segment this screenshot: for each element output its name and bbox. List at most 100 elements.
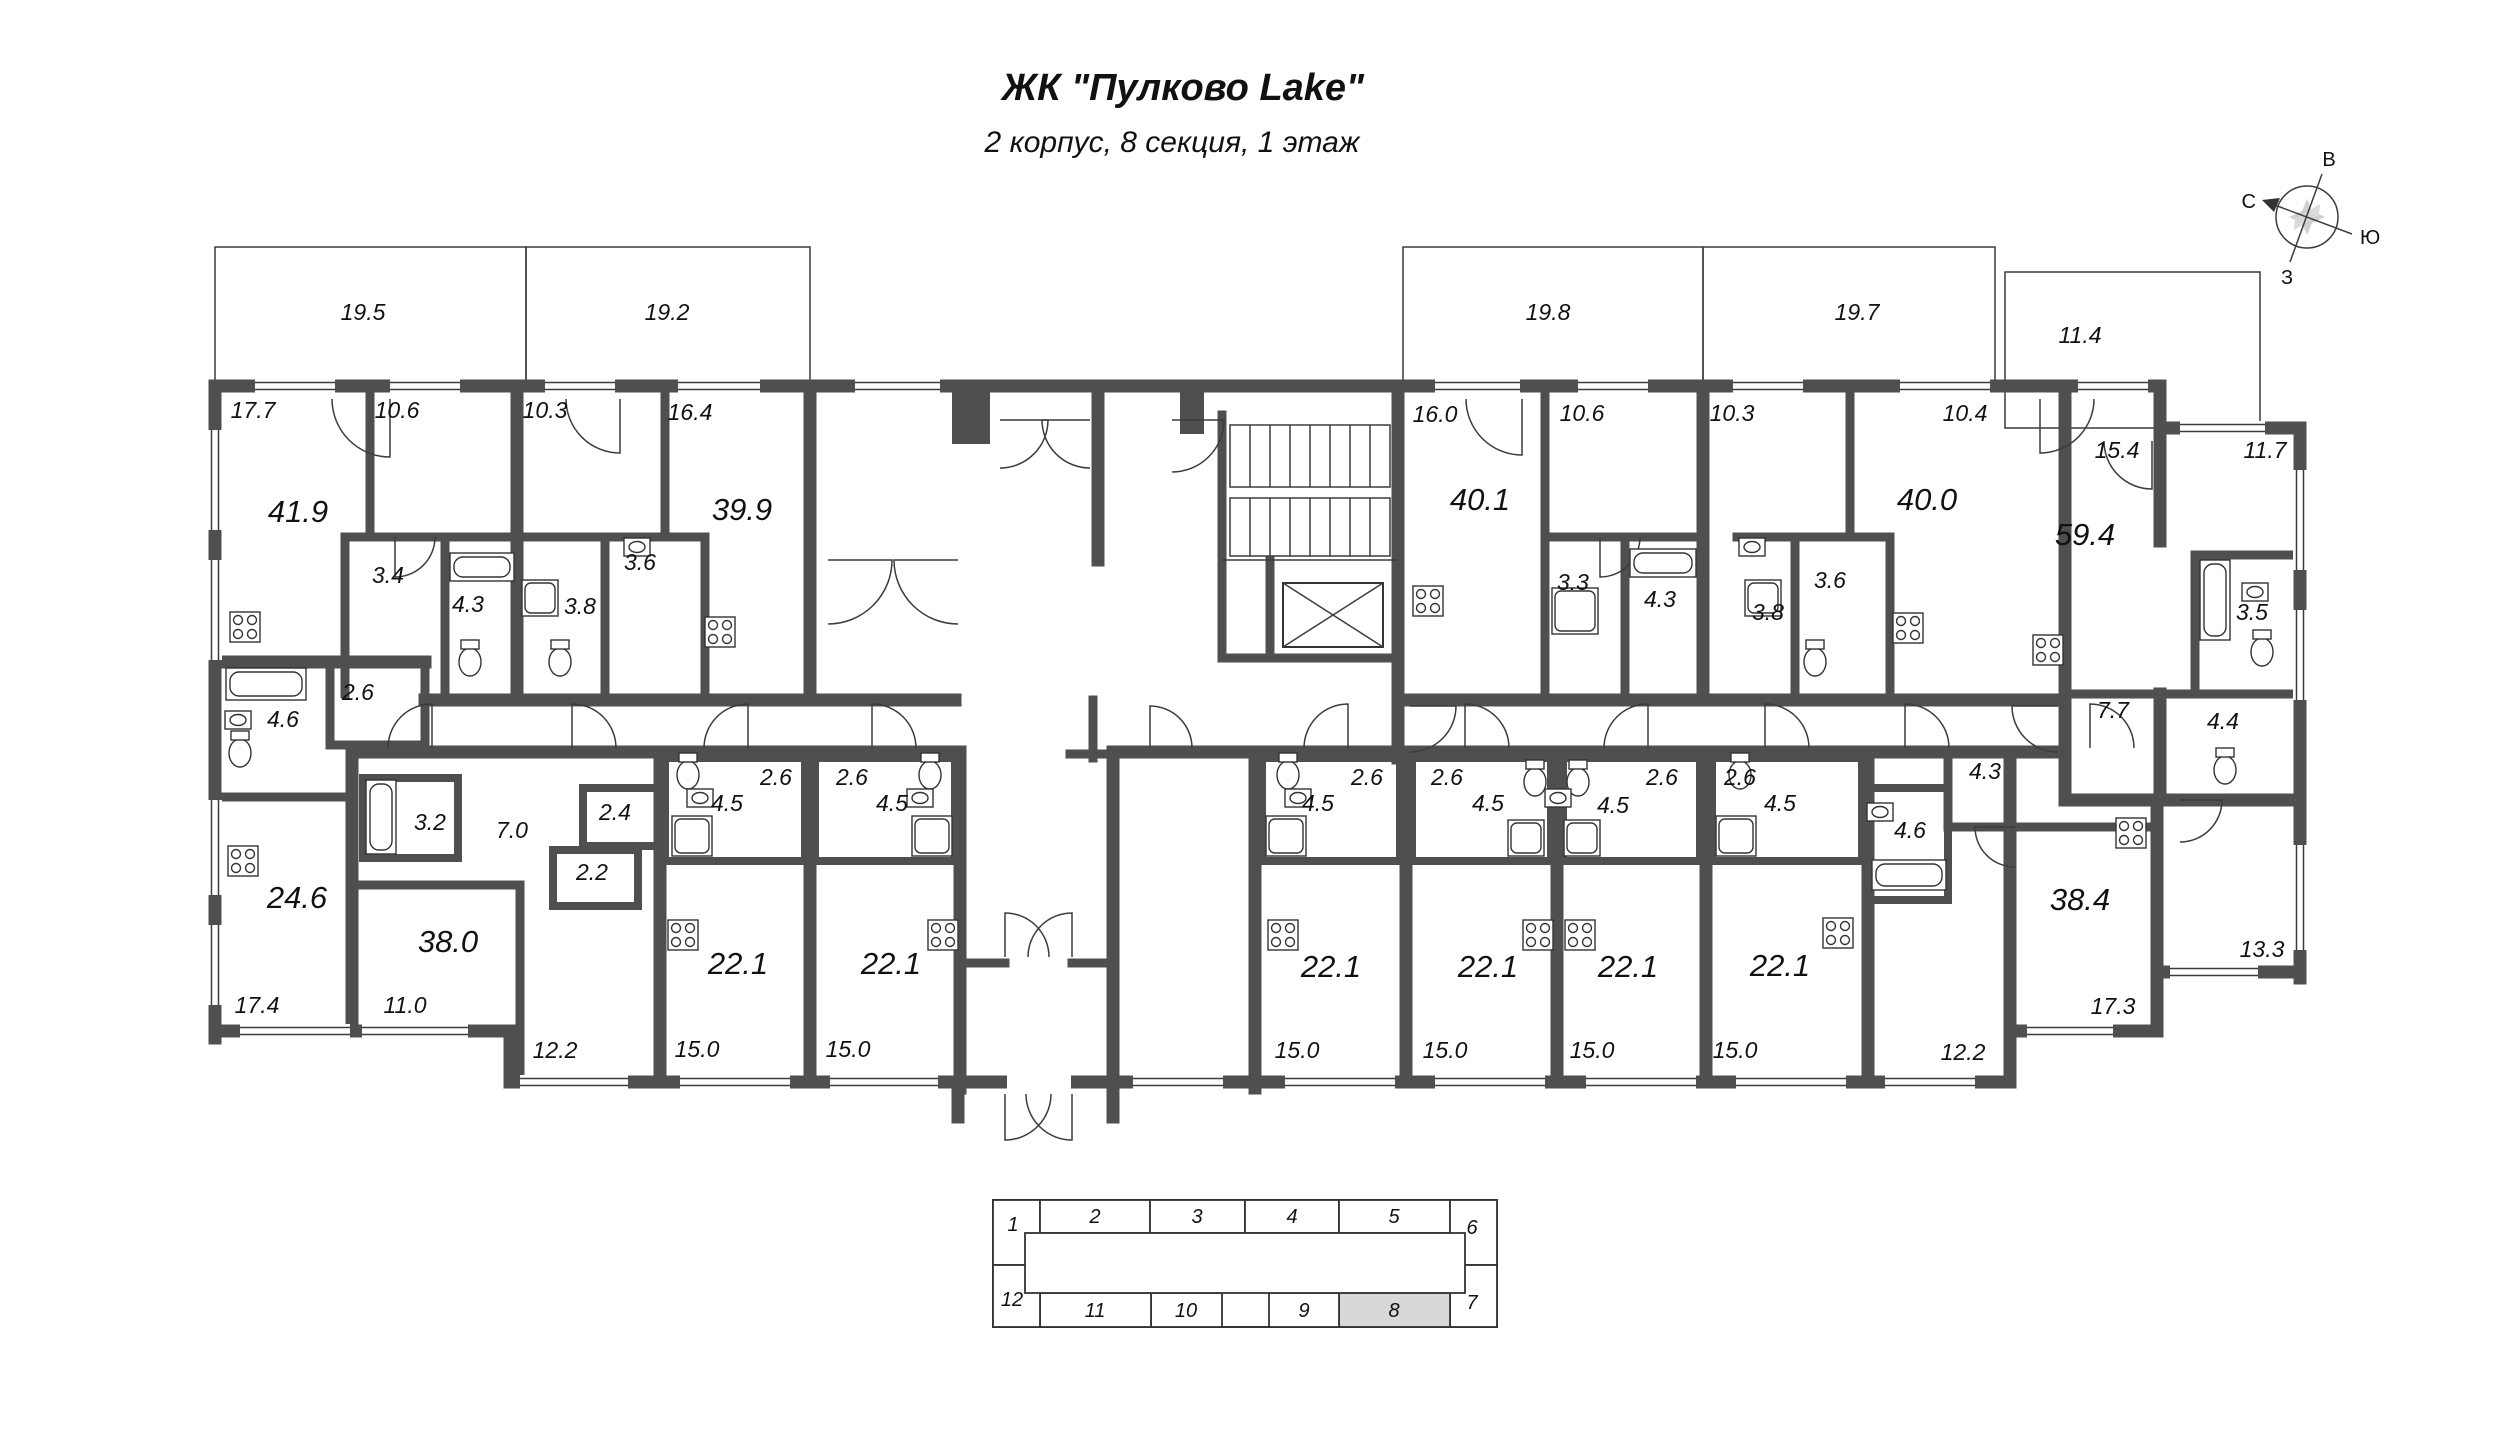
- window-icon: [1435, 1075, 1545, 1089]
- room-area-label: 4.5: [711, 790, 743, 816]
- apartment-area-label: 38.0: [418, 924, 478, 959]
- key-cell: [1268, 1292, 1340, 1328]
- apartment-area-label: 59.4: [2055, 517, 2115, 552]
- room-area-label: 3.4: [372, 562, 404, 588]
- door-arc-icon: [1025, 1093, 1073, 1141]
- walls-main: [208, 379, 2307, 1124]
- window-icon: [240, 1024, 350, 1038]
- room-area-label: 4.5: [1764, 790, 1796, 816]
- window-icon: [1733, 379, 1803, 393]
- window-icon: [1133, 1075, 1223, 1089]
- room-area-label: 4.5: [1302, 790, 1334, 816]
- room-area-label: 10.3: [1710, 400, 1755, 426]
- door-arc-icon: [893, 559, 959, 625]
- room-area-label: 15.0: [1713, 1037, 1758, 1063]
- door-arc-icon: [565, 398, 621, 454]
- room-area-label: 2.6: [1350, 764, 1383, 790]
- room-area-label: 17.3: [2091, 993, 2136, 1019]
- window-icon: [1578, 379, 1648, 393]
- room-area-label: 16.0: [1413, 401, 1458, 427]
- compass-east-label: В: [2322, 149, 2335, 171]
- plan-title: ЖК "Пулково Lake": [1000, 67, 1365, 109]
- key-cell-label: 11: [1085, 1300, 1106, 1322]
- door-arc-icon: [2103, 440, 2153, 490]
- toilet-icon: [228, 738, 252, 768]
- door-arc-icon: [2011, 705, 2059, 753]
- room-area-label: 2.6: [759, 764, 792, 790]
- door-arc-icon: [1027, 912, 1073, 958]
- room-area-label: 3.6: [624, 549, 656, 575]
- window-icon: [678, 379, 760, 393]
- door-arc-icon: [394, 536, 436, 578]
- window-icon: [1586, 1075, 1696, 1089]
- apartment-area-label: 22.1: [707, 946, 768, 981]
- key-cell-label: 8: [1388, 1300, 1399, 1322]
- window-icon: [2170, 965, 2258, 979]
- key-cell-label: 3: [1191, 1206, 1202, 1228]
- apartment-area-label: 22.1: [1300, 949, 1361, 984]
- door-arc-icon: [387, 703, 433, 749]
- room-area-label: 7.7: [2097, 697, 2130, 723]
- window-icon: [520, 1075, 628, 1089]
- balcony-area-label: 11.4: [2058, 322, 2101, 348]
- key-cell: [1149, 1199, 1246, 1234]
- room-area-label: 3.2: [414, 809, 446, 835]
- toilet-icon: [458, 647, 482, 677]
- key-cell-label: 9: [1298, 1300, 1309, 1322]
- door-arc-icon: [1041, 419, 1091, 469]
- door-arc-icon: [1149, 705, 1193, 749]
- balcony-area-label: 19.7: [1835, 299, 1881, 325]
- door-arc-icon: [1004, 1093, 1052, 1141]
- door-arcs: [331, 398, 2223, 1141]
- room-area-label: 10.6: [1560, 400, 1605, 426]
- compass-west-label: З: [2281, 267, 2293, 289]
- room-area-label: 3.8: [1752, 599, 1784, 625]
- room-area-label: 15.0: [675, 1036, 720, 1062]
- apartment-area-label: 39.9: [712, 492, 772, 527]
- door-arc-icon: [999, 419, 1049, 469]
- room-area-label: 2.6: [835, 764, 868, 790]
- door-arc-icon: [1603, 703, 1649, 749]
- room-area-label: 15.0: [1423, 1037, 1468, 1063]
- room-area-label: 3.3: [1557, 569, 1589, 595]
- door-arc-icon: [1004, 912, 1050, 958]
- door-arc-icon: [331, 398, 391, 458]
- room-area-label: 10.6: [375, 397, 420, 423]
- door-arc-icon: [703, 703, 749, 749]
- window-icon: [390, 379, 460, 393]
- window-icon: [1900, 379, 1990, 393]
- window-icon: [2293, 845, 2307, 950]
- apartment-area-label: 24.6: [266, 880, 328, 915]
- door-arc-icon: [1974, 826, 2016, 868]
- window-icon: [1285, 1075, 1395, 1089]
- apartment-area-label: 38.4: [2050, 882, 2110, 917]
- room-area-label: 4.5: [876, 790, 908, 816]
- room-area-label: 17.7: [231, 397, 277, 423]
- room-area-label: 11.0: [383, 992, 426, 1018]
- door-arc-icon: [1465, 398, 1523, 456]
- apartment-area-label: 41.9: [268, 494, 328, 529]
- toilet-icon: [918, 760, 942, 790]
- compass-north-arrow-icon: [2262, 198, 2280, 212]
- compass-south-label: Ю: [2360, 227, 2380, 249]
- window-icon: [1736, 1075, 1846, 1089]
- room-area-label: 12.2: [533, 1037, 578, 1063]
- toilet-icon: [2213, 755, 2237, 785]
- windows: [208, 379, 2307, 1090]
- door-arc-icon: [827, 559, 893, 625]
- door-arc-icon: [1409, 705, 1457, 753]
- staircase: [1229, 424, 1391, 557]
- room-area-label: 10.4: [1943, 400, 1988, 426]
- toilet-icon: [1803, 647, 1827, 677]
- key-cell-label: 5: [1388, 1206, 1400, 1228]
- window-icon: [2078, 379, 2148, 393]
- room-area-label: 4.5: [1597, 792, 1629, 818]
- key-cell-label: 1: [1007, 1214, 1018, 1236]
- room-area-label: 2.2: [575, 859, 608, 885]
- window-icon: [208, 925, 222, 1005]
- window-icon: [2027, 1024, 2113, 1038]
- room-area-label: 2.4: [598, 799, 631, 825]
- toilet-icon: [1523, 767, 1547, 797]
